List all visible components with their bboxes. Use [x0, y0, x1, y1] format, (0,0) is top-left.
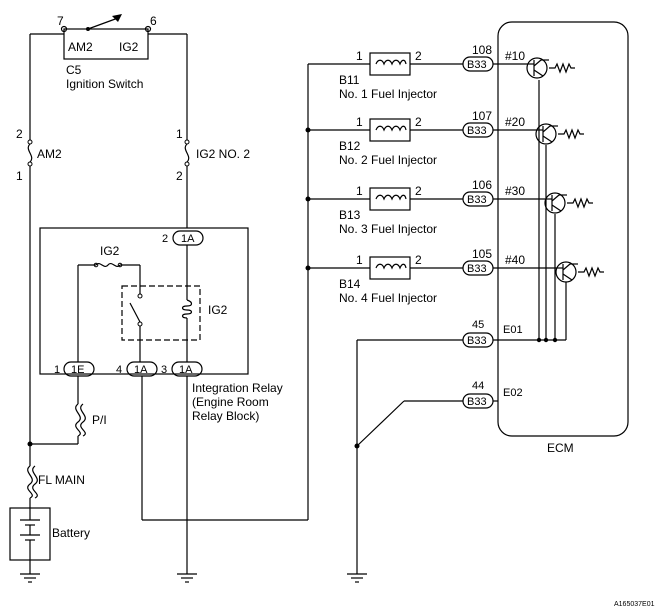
ecm-ground-e02: B33 44 E02 [462, 380, 523, 409]
relay-conn-top-pin: 2 [162, 233, 168, 245]
ignition-terminal-am2: AM2 [68, 40, 93, 54]
injector-ecm-conn: B33 [467, 125, 487, 137]
injector-signal: #20 [505, 115, 525, 129]
injector-id: B11 [339, 73, 360, 87]
relay-name-line3: Relay Block) [192, 409, 259, 423]
fuse-am2-pin-bottom: 1 [16, 169, 23, 183]
injector-ecm-pin: 107 [472, 109, 492, 123]
injector-ecm-pin: 108 [472, 43, 492, 57]
transistor-icon [555, 261, 577, 283]
ground-relay [177, 573, 197, 583]
injector-ecm-conn: B33 [467, 59, 487, 71]
injector-pin1: 1 [356, 49, 363, 63]
battery-label: Battery [52, 526, 90, 540]
fuse-ig2-no2-label: IG2 NO. 2 [196, 147, 250, 161]
injector-pin1: 1 [356, 184, 363, 198]
relay-conn-left: 1E [71, 364, 84, 376]
fuse-fl-main: FL MAIN [27, 465, 85, 499]
fuse-pi-label: P/I [92, 413, 107, 427]
relay-conn-top: 1A [181, 233, 195, 245]
fuse-ig2-no2-pin-bottom: 2 [176, 169, 183, 183]
figure-code: A165037E01 [614, 601, 655, 608]
injector-signal: #40 [505, 253, 525, 267]
relay-coil-label: IG2 [208, 303, 228, 317]
injector-signal: #10 [505, 49, 525, 63]
fuse-pi: P/I [75, 403, 107, 437]
relay-conn-mid-pin: 4 [116, 364, 122, 376]
e02-name: E02 [503, 387, 523, 399]
relay-conn-left-pin: 1 [54, 364, 60, 376]
relay-conn-right: 1A [179, 364, 193, 376]
ignition-connector-id: C5 [66, 63, 82, 77]
injector-pin2: 2 [415, 184, 422, 198]
ignition-switch: 7 6 AM2 IG2 C5 Ignition Switch [57, 14, 157, 91]
relay-conn-mid: 1A [134, 364, 148, 376]
battery: Battery [9, 507, 90, 561]
injector-pin1: 1 [356, 115, 363, 129]
ignition-pin-7: 7 [57, 14, 64, 28]
injector-body [369, 52, 411, 76]
fuse-fl-main-label: FL MAIN [38, 473, 85, 487]
ecm-label: ECM [547, 441, 574, 455]
injector-pin2: 2 [415, 115, 422, 129]
injector-pin2: 2 [415, 253, 422, 267]
relay-inner-fuse-label: IG2 [100, 244, 120, 258]
injector-name: No. 4 Fuel Injector [339, 291, 437, 305]
e02-pin: 44 [472, 380, 484, 392]
transistor-icon [526, 57, 548, 79]
ignition-terminal-ig2: IG2 [119, 40, 139, 54]
fuse-am2-pin-top: 2 [16, 127, 23, 141]
ground-battery [20, 573, 40, 583]
injector-pin1: 1 [356, 253, 363, 267]
injector-ecm-pin: 105 [472, 247, 492, 261]
ignition-switch-name: Ignition Switch [66, 77, 143, 91]
injector-ecm-conn: B33 [467, 194, 487, 206]
injector-name: No. 1 Fuel Injector [339, 87, 437, 101]
integration-relay-block: 1A 2 IG2 IG2 1E 1 1A 4 1A 3 Integration … [39, 227, 283, 423]
relay-conn-right-pin: 3 [161, 364, 167, 376]
ecm-box: ECM [497, 21, 629, 455]
ignition-pin-6: 6 [150, 14, 157, 28]
injector-id: B13 [339, 208, 361, 222]
injector-name: No. 3 Fuel Injector [339, 222, 437, 236]
injector-ecm-conn: B33 [467, 263, 487, 275]
relay-name-line2: (Engine Room [192, 395, 269, 409]
transistor-icon [535, 123, 557, 145]
e01-name: E01 [503, 324, 523, 336]
ecm-ground-e01: B33 45 E01 [462, 319, 523, 348]
injector-id: B12 [339, 139, 361, 153]
relay-name-line1: Integration Relay [192, 381, 283, 395]
e02-conn: B33 [467, 396, 487, 408]
injector-name: No. 2 Fuel Injector [339, 153, 437, 167]
transistor-icon [544, 192, 566, 214]
fuse-am2: 2 1 AM2 [16, 127, 62, 183]
injector-pin2: 2 [415, 49, 422, 63]
fuse-ig2-no2-pin-top: 1 [176, 127, 183, 141]
injector-signal: #30 [505, 184, 525, 198]
e01-pin: 45 [472, 319, 484, 331]
injector-ecm-pin: 106 [472, 178, 492, 192]
e01-conn: B33 [467, 335, 487, 347]
injector-id: B14 [339, 277, 361, 291]
ground-ecm [347, 573, 367, 583]
fuse-am2-label: AM2 [37, 147, 62, 161]
